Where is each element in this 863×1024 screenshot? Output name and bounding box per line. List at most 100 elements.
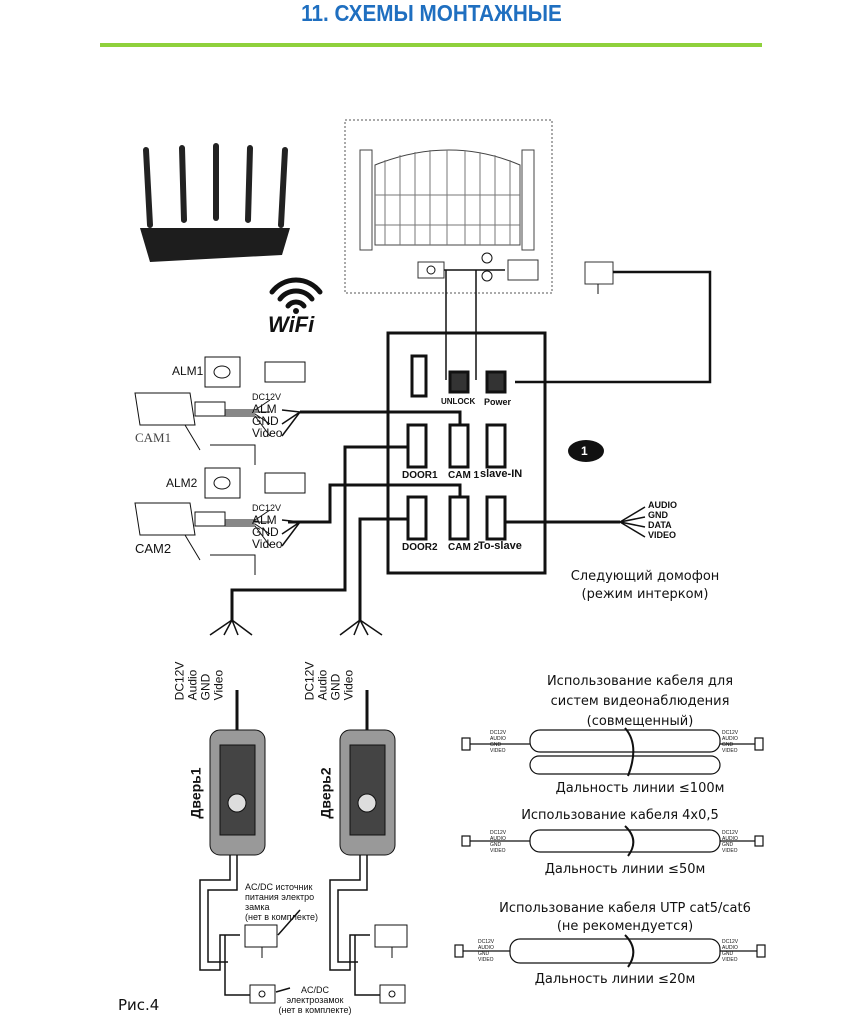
alm1-label: ALM1	[172, 364, 204, 378]
wire-label: DC12V	[722, 730, 739, 736]
title-line: Использование кабеля UTP cat5/cat6	[499, 901, 751, 916]
wire-label: AUDIO	[490, 836, 506, 842]
slave-caption-line: Следующий домофон	[570, 569, 720, 584]
cam2-wire-dc12v: DC12V	[252, 503, 282, 513]
title-line: (совмещенный)	[586, 714, 694, 729]
wire-label: DC12V	[478, 939, 495, 945]
door-panel-1-icon	[209, 729, 266, 856]
monitor-ports	[406, 354, 507, 541]
slave-wire-data: DATA	[648, 520, 672, 530]
note-line: питания электро	[245, 892, 315, 902]
router-icon	[140, 143, 290, 262]
port-unlock: UNLOCK	[441, 397, 476, 406]
wire-label: VIDEO	[722, 748, 738, 754]
wire-label: VIDEO	[490, 848, 506, 854]
port-cam2: CAM 2	[448, 542, 480, 553]
door1-label: Дверь1	[187, 767, 204, 819]
wire-label: AUDIO	[722, 945, 738, 951]
cam1-wire-gnd: GND	[252, 414, 279, 428]
wire-label: AUDIO	[478, 945, 494, 951]
port-door1: DOOR1	[402, 470, 438, 481]
cam1-wire-video: Video	[252, 426, 283, 440]
gate-illustration	[344, 119, 553, 294]
camera-1-icon	[134, 356, 306, 465]
wire-label: GND	[478, 951, 490, 957]
wire-label: DC12V	[490, 830, 507, 836]
title-underline	[100, 43, 762, 47]
wire-label: GND	[490, 742, 502, 748]
port-cam1: CAM 1	[448, 470, 480, 481]
power-plug-icon	[584, 261, 614, 294]
wire-label: GND	[722, 842, 734, 848]
cam1-wire-alm: ALM	[252, 402, 277, 416]
slave-wires: AUDIO GND DATA VIDEO	[648, 500, 677, 540]
wifi-icon	[269, 277, 323, 309]
wire-label: VIDEO	[722, 957, 738, 963]
badge-shape	[568, 440, 604, 462]
monitor-badge: 1	[581, 444, 588, 458]
wire-label: VIDEO	[722, 848, 738, 854]
cable-4x05-illustration	[461, 825, 764, 857]
wire-label: Video	[341, 669, 356, 701]
port-door2: DOOR2	[402, 542, 438, 553]
port-slave-in: slave-IN	[480, 468, 523, 480]
note-line: замка	[245, 902, 270, 912]
wire-label: AUDIO	[722, 736, 738, 742]
cam2-label: CAM2	[135, 541, 172, 556]
wifi-label: WiFi	[268, 312, 315, 337]
wire-label: DC12V	[490, 730, 507, 736]
cable-4x05-distance: Дальность линии ≤50м	[544, 862, 706, 877]
slave-caption: Следующий домофон (режим интерком)	[555, 568, 735, 604]
door-panel-2-icon	[339, 729, 396, 856]
door2-label: Дверь2	[317, 767, 334, 819]
cam2-wire-alm: ALM	[252, 513, 277, 527]
camera-2-icon	[134, 467, 306, 575]
cable-coax-illustration	[461, 727, 764, 777]
cable-coax-distance: Дальность линии ≤100м	[555, 781, 725, 796]
wire-label: VIDEO	[490, 748, 506, 754]
electric-lock-icon	[249, 984, 406, 1004]
page-title: 11. СХЕМЫ МОНТАЖНЫЕ	[301, 0, 562, 26]
cable-utp-illustration	[454, 934, 766, 968]
wire-label: DC12V	[722, 939, 739, 945]
alm2-label: ALM2	[166, 476, 198, 490]
monitor-unit	[386, 331, 547, 575]
slave-wire-video: VIDEO	[648, 530, 677, 540]
note-line: (нет в комплекте)	[278, 1005, 352, 1015]
port-power: Power	[484, 397, 512, 407]
note-line: AC/DC источник	[245, 882, 313, 892]
cable-4x05-title: Использование кабеля 4х0,5	[521, 808, 719, 823]
wire-label: GND	[490, 842, 502, 848]
wire-label: AUDIO	[722, 836, 738, 842]
wire-label: GND	[722, 742, 734, 748]
wire-label: GND	[722, 951, 734, 957]
slave-wire-gnd: GND	[648, 510, 668, 520]
note-line: (нет в комплекте)	[245, 912, 319, 922]
wire-label: VIDEO	[478, 957, 494, 963]
note-line: электрозамок	[286, 995, 344, 1005]
figure-label: Рис.4	[118, 996, 160, 1014]
wire-label: DC12V	[722, 830, 739, 836]
slave-caption-line: (режим интерком)	[581, 587, 709, 602]
cam1-wire-dc12v: DC12V	[252, 392, 282, 402]
cam2-wire-video: Video	[252, 537, 283, 551]
cam2-wire-gnd: GND	[252, 525, 279, 539]
cable-utp-distance: Дальность линии ≤20м	[534, 972, 696, 987]
port-to-slave: To-slave	[478, 540, 522, 552]
cable-utp-title: Использование кабеля UTP cat5/cat6(не ре…	[470, 900, 780, 936]
title-line: Использование кабеля для	[546, 674, 734, 689]
cam1-label: CAM1	[135, 430, 172, 445]
